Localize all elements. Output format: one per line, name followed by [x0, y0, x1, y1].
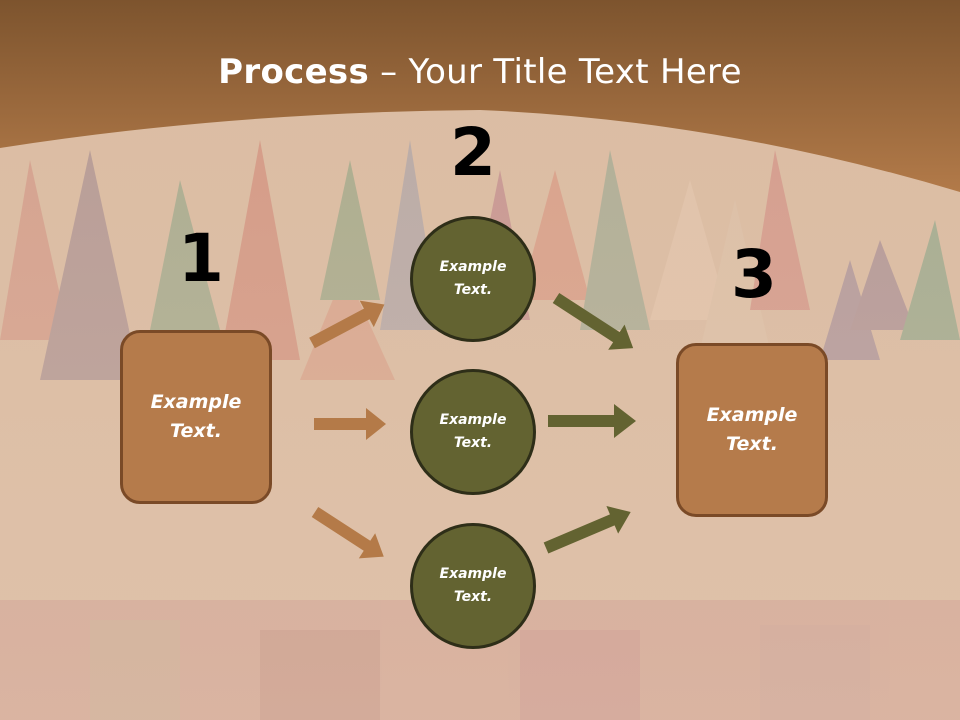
left-process-box: Example Text.	[120, 330, 272, 504]
title-rest-part: – Your Title Text Here	[369, 52, 742, 92]
step-number-1: 1	[178, 220, 224, 297]
title-bold-part: Process	[218, 52, 370, 92]
right-box-label: Example Text.	[706, 404, 798, 455]
slide-title: Process – Your Title Text Here	[0, 52, 960, 92]
circle-bottom: Example Text.	[410, 523, 536, 649]
circle-middle: Example Text.	[410, 369, 536, 495]
circle-top: Example Text.	[410, 216, 536, 342]
circle-middle-label: Example Text.	[439, 412, 507, 451]
step-number-2: 2	[450, 114, 496, 191]
circle-top-label: Example Text.	[439, 259, 507, 298]
right-process-box: Example Text.	[676, 343, 828, 517]
circle-bottom-label: Example Text.	[439, 566, 507, 605]
left-box-label: Example Text.	[150, 391, 242, 442]
step-number-3: 3	[731, 236, 777, 313]
